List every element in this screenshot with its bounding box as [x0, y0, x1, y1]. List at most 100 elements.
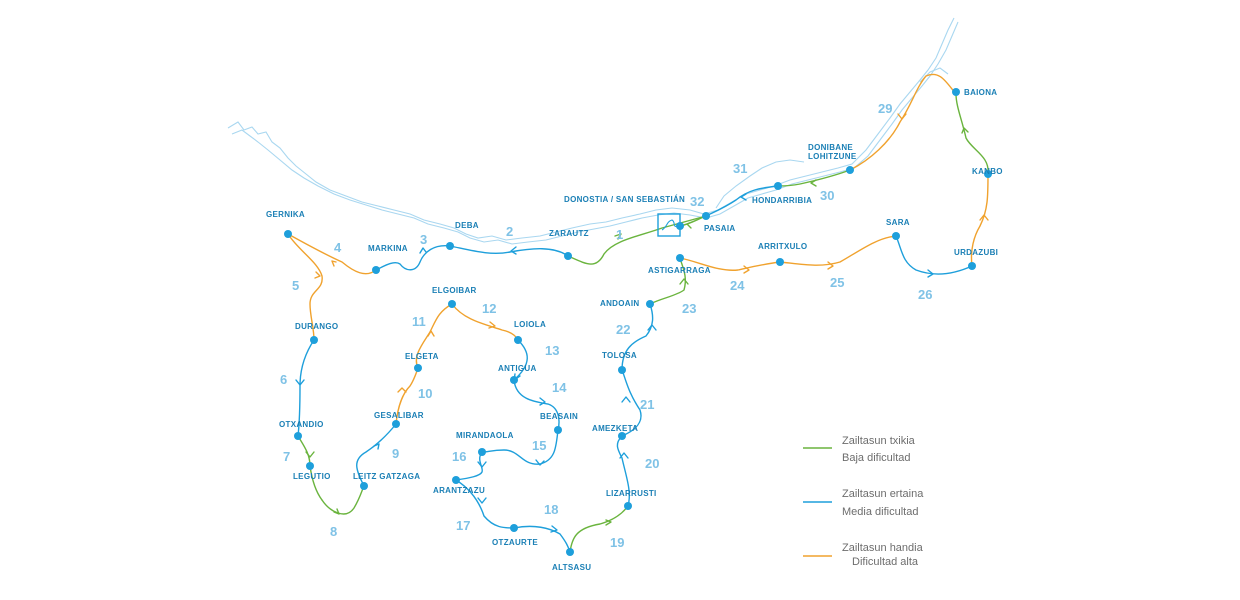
direction-arrow-icon — [305, 451, 315, 458]
town-dot-hondarribia — [774, 182, 782, 190]
town-dot-otxandio — [294, 432, 302, 440]
town-label-beasain: BEASAIN — [540, 412, 578, 421]
direction-arrow-icon — [897, 113, 907, 120]
stage-number-32: 32 — [690, 194, 704, 209]
town-label-astigarraga: ASTIGARRAGA — [648, 266, 711, 275]
town-dot-markina — [372, 266, 380, 274]
route-stage-8 — [321, 485, 365, 515]
route-stage-32 — [679, 215, 707, 227]
town-label-pasaia: PASAIA — [704, 224, 735, 233]
route-stage-18 — [513, 525, 571, 553]
route-stage-29 — [849, 73, 957, 171]
direction-arrow-icon — [827, 261, 834, 270]
legend: Zailtasun txikia Baja dificultad Zailtas… — [803, 435, 924, 568]
stage-number-13: 13 — [545, 343, 559, 358]
stage-number-1: 1 — [616, 227, 623, 242]
direction-arrow-icon — [686, 221, 693, 229]
direction-arrow-icon — [295, 379, 305, 386]
town-label-mirandaola: MIRANDAOLA — [456, 431, 514, 440]
town-label-legutio: LEGUTIO — [293, 472, 331, 481]
route-stage-10 — [395, 367, 419, 425]
town-dot-loiola — [514, 336, 522, 344]
direction-arrow-icon — [488, 321, 496, 329]
direction-arrow-icon — [535, 459, 545, 466]
town-dot-otzaurte — [510, 524, 518, 532]
stage-number-24: 24 — [730, 278, 745, 293]
legend-label-es: Media dificultad — [842, 506, 918, 518]
route-stage-5 — [287, 233, 323, 341]
town-label-kanbo: KANBO — [972, 167, 1003, 176]
route-stage-1 — [567, 215, 707, 265]
stage-number-8: 8 — [330, 524, 337, 539]
town-dot-baiona — [952, 88, 960, 96]
stage-number-17: 17 — [456, 518, 470, 533]
legend-label-es: Baja dificultad — [842, 452, 911, 464]
town-label-baiona: BAIONA — [964, 88, 997, 97]
stage-number-21: 21 — [640, 397, 654, 412]
direction-arrow-icon — [679, 278, 689, 285]
route-stage-30 — [777, 169, 851, 187]
direction-arrow-icon — [740, 193, 747, 201]
stage-number-12: 12 — [482, 301, 496, 316]
legend-item-easy: Zailtasun txikia Baja dificultad — [803, 435, 916, 464]
route-stage-26 — [895, 235, 973, 275]
route-stage-15 — [481, 429, 559, 465]
direction-arrow-icon — [397, 387, 407, 393]
route-stage-3 — [375, 245, 451, 271]
town-label-altsasu: ALTSASU — [552, 563, 591, 572]
town-label-durango: DURANGO — [295, 322, 338, 331]
route-stage-21 — [621, 369, 642, 437]
stage-number-31: 31 — [733, 161, 747, 176]
legend-label-eu: Zailtasun handia — [842, 542, 924, 554]
town-dot-leitz — [360, 482, 368, 490]
coastline — [227, 17, 959, 245]
town-dot-antigua — [510, 376, 518, 384]
direction-arrow-icon — [927, 269, 934, 278]
town-label-elgoibar: ELGOIBAR — [432, 286, 477, 295]
stage-number-11: 11 — [412, 314, 426, 329]
direction-arrow-icon — [743, 265, 750, 274]
route-stage-14 — [513, 379, 560, 431]
town-dot-elgeta — [414, 364, 422, 372]
town-dot-lizarrusti — [624, 502, 632, 510]
town-dot-urdazubi — [968, 262, 976, 270]
town-label-gesalibar: GESALIBAR — [374, 411, 424, 420]
direction-arrow-icon — [510, 246, 517, 255]
legend-label-eu: Zailtasun ertaina — [842, 488, 924, 500]
route-stage-19 — [569, 505, 629, 553]
route-stage-6 — [297, 339, 315, 437]
town-label-antigua: ANTIGUA — [498, 364, 537, 373]
town-dot-amezketa — [618, 432, 626, 440]
direction-arrow-icon — [333, 508, 340, 515]
town-label-sara: SARA — [886, 218, 910, 227]
direction-arrow-icon — [314, 271, 321, 279]
town-label-arritxulo: ARRITXULO — [758, 242, 807, 251]
town-label-leitz: LEITZ GATZAGA — [353, 472, 420, 481]
route-stage-4 — [287, 233, 377, 275]
stage-number-4: 4 — [334, 240, 342, 255]
stage-number-19: 19 — [610, 535, 624, 550]
direction-arrow-icon — [614, 233, 622, 240]
direction-arrow-icon — [619, 452, 629, 459]
route-stage-16 — [455, 451, 484, 481]
direction-arrow-icon — [477, 461, 487, 468]
stage-number-2: 2 — [506, 224, 513, 239]
town-dot-arritxulo — [776, 258, 784, 266]
stage-number-9: 9 — [392, 446, 399, 461]
town-dot-legutio — [306, 462, 314, 470]
direction-arrow-icon — [331, 260, 337, 267]
town-dot-sara — [892, 232, 900, 240]
route-stage-27 — [970, 173, 989, 267]
stage-number-23: 23 — [682, 301, 696, 316]
town-dot-mirandaola — [478, 448, 486, 456]
stage-number-10: 10 — [418, 386, 432, 401]
direction-arrow-icon — [647, 324, 657, 331]
route-stage-20 — [616, 435, 631, 507]
town-label-zarautz: ZARAUTZ — [549, 229, 589, 238]
town-dot-gesalibar — [392, 420, 400, 428]
direction-arrow-icon — [621, 396, 631, 403]
town-label-otzaurte: OTZAURTE — [492, 538, 538, 547]
stage-number-29: 29 — [878, 101, 892, 116]
